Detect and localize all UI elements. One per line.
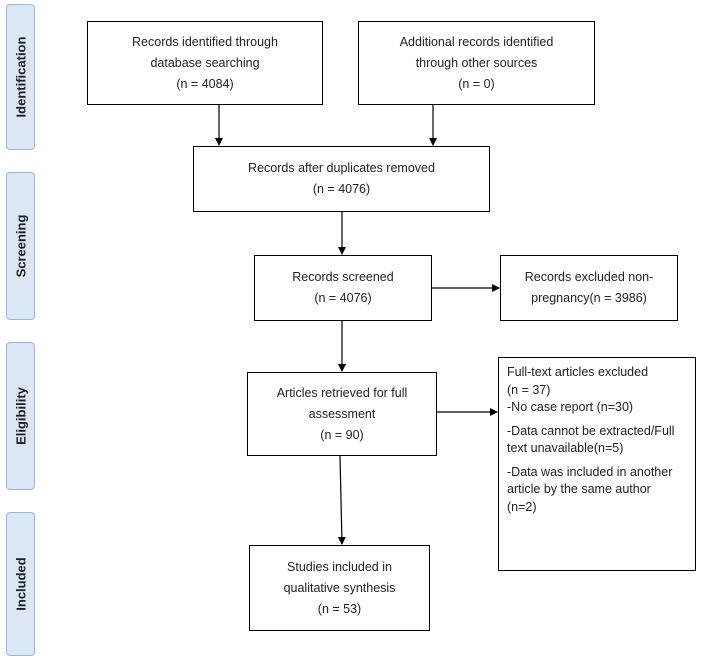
stage-screening-label: Screening — [13, 214, 28, 278]
stage-eligibility: Eligibility — [6, 342, 35, 490]
box-excluded-screening-line1: Records excluded non- — [524, 270, 654, 284]
excluded-full-line5: text unavailable(n=5) — [507, 441, 624, 455]
stage-screening: Screening — [6, 172, 35, 320]
box-database-search-line3: (n = 4084) — [176, 76, 234, 91]
excluded-full-line7: article by the same author — [507, 482, 651, 496]
box-database-search: Records identified through database sear… — [87, 21, 323, 105]
excluded-full-line6: -Data was included in another — [507, 464, 673, 479]
box-other-sources-line2: through other sources — [415, 55, 538, 70]
box-included-studies-line2: qualitative synthesis — [283, 580, 396, 595]
box-full-text-assessment-line3: (n = 90) — [320, 427, 364, 442]
excluded-full-line3: -No case report (n=30) — [507, 400, 634, 414]
excluded-full-line4: -Data cannot be extracted/Full — [507, 423, 675, 438]
arrow-fulltext-to-included — [337, 455, 346, 545]
excluded-full-line2: (n = 37) — [507, 382, 551, 397]
box-included-studies: Studies included in qualitative synthesi… — [249, 545, 430, 631]
stage-identification-label: Identification — [13, 36, 28, 118]
box-other-sources: Additional records identified through ot… — [358, 21, 595, 105]
box-after-duplicates: Records after duplicates removed (n = 40… — [193, 146, 490, 212]
box-after-duplicates-line1: Records after duplicates removed — [248, 161, 435, 175]
box-records-screened-line2: (n = 4076) — [314, 291, 372, 305]
box-excluded-full-text: Full-text articles excluded (n = 37) -No… — [498, 357, 696, 571]
box-database-search-line1: Records identified through — [132, 34, 278, 49]
stage-included-label: Included — [13, 557, 28, 611]
stage-eligibility-label: Eligibility — [13, 387, 28, 445]
box-database-search-line2: database searching — [150, 55, 260, 70]
box-records-screened: Records screened (n = 4076) — [254, 255, 432, 321]
box-other-sources-line3: (n = 0) — [458, 76, 495, 91]
box-other-sources-line1: Additional records identified — [399, 34, 554, 49]
box-excluded-screening-line2: pregnancy(n = 3986) — [531, 291, 647, 305]
box-full-text-assessment: Articles retrieved for full assessment (… — [247, 372, 437, 456]
excluded-full-line8: (n=2) — [507, 499, 537, 514]
stage-included: Included — [6, 512, 35, 656]
box-included-studies-line3: (n = 53) — [317, 601, 362, 616]
box-after-duplicates-line2: (n = 4076) — [312, 182, 371, 196]
box-excluded-screening: Records excluded non- pregnancy(n = 3986… — [500, 255, 678, 321]
box-full-text-assessment-line2: assessment — [308, 406, 376, 421]
box-included-studies-line1: Studies included in — [287, 559, 392, 574]
stage-identification: Identification — [6, 4, 35, 150]
box-full-text-assessment-line1: Articles retrieved for full — [276, 385, 408, 400]
box-records-screened-line1: Records screened — [292, 270, 394, 284]
excluded-full-line1: Full-text articles excluded — [507, 365, 649, 379]
